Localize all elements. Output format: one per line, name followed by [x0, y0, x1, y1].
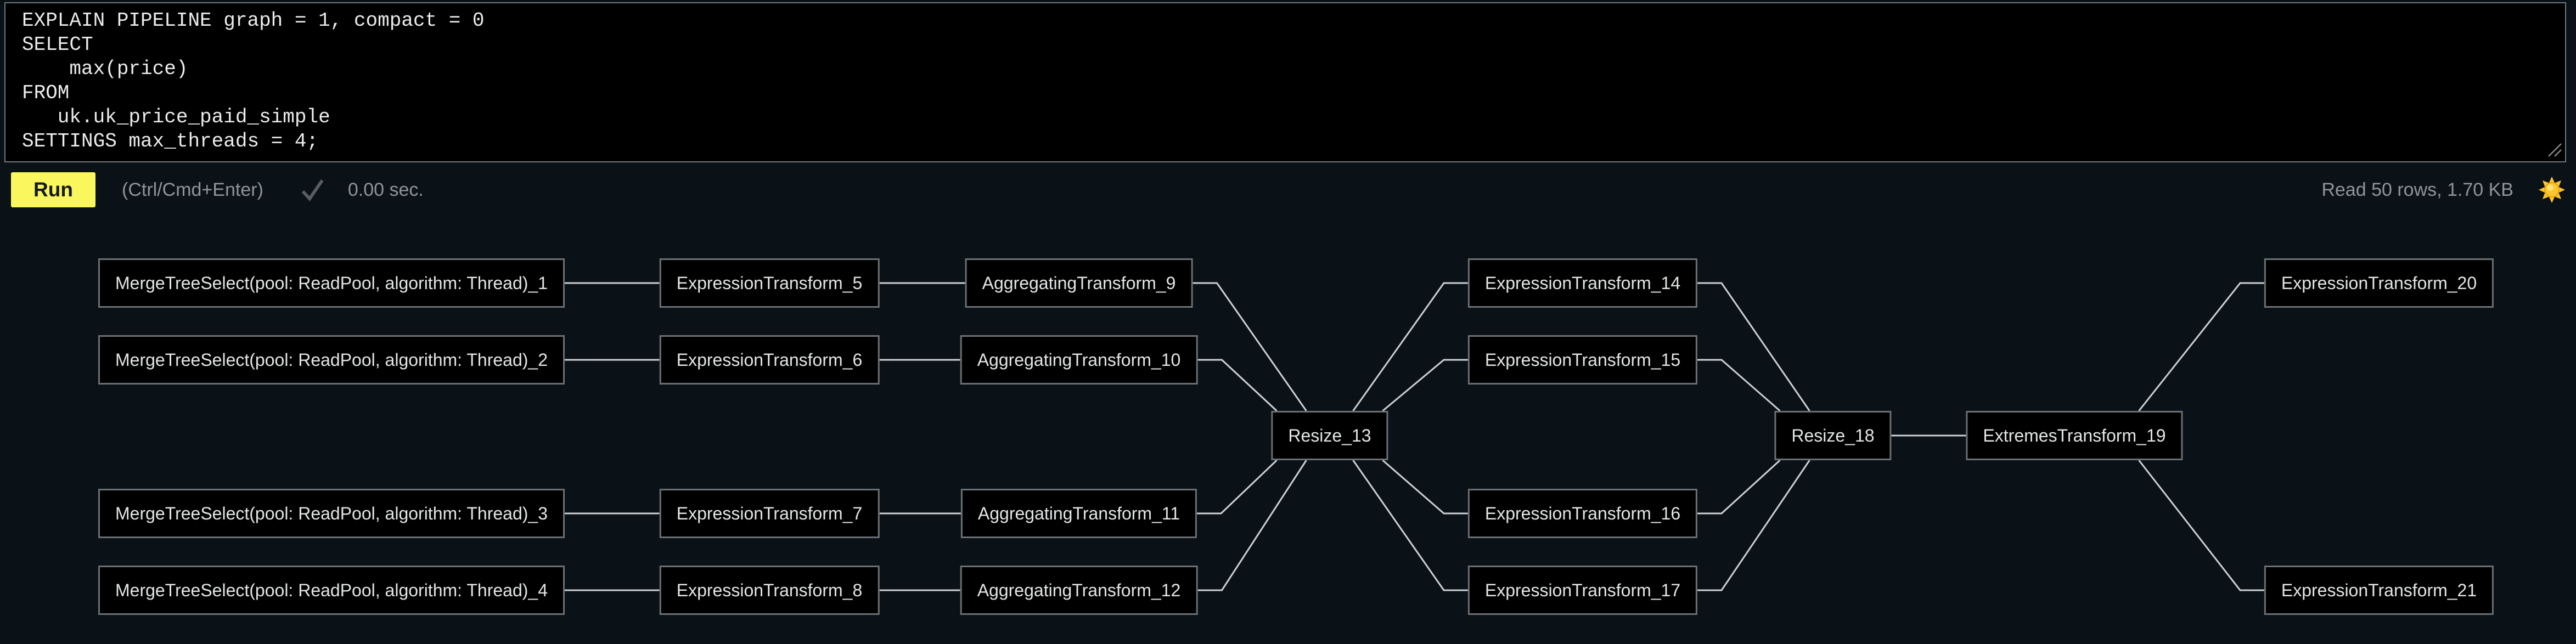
- pipeline-edge-n13-n17: [1352, 460, 1468, 591]
- pipeline-edge-n13-n15: [1382, 359, 1468, 412]
- sun-theme-toggle-icon[interactable]: [2538, 176, 2566, 204]
- pipeline-node-n20: ExpressionTransform_20: [2264, 258, 2494, 308]
- pipeline-node-n5: ExpressionTransform_5: [659, 258, 880, 308]
- pipeline-node-n12: AggregatingTransform_12: [960, 566, 1198, 615]
- pipeline-edge-n19-n20: [2138, 282, 2264, 411]
- pipeline-node-n6: ExpressionTransform_6: [659, 335, 880, 385]
- toolbar: Run (Ctrl/Cmd+Enter) 0.00 sec. Read 50 r…: [11, 166, 2566, 214]
- pipeline-node-n2: MergeTreeSelect(pool: ReadPool, algorith…: [98, 335, 565, 385]
- sql-editor[interactable]: [4, 2, 2566, 162]
- pipeline-edge-n13-n14: [1352, 282, 1468, 411]
- sql-editor-container: [4, 2, 2566, 162]
- pipeline-node-n13: Resize_13: [1271, 411, 1388, 460]
- read-stats: Read 50 rows, 1.70 KB: [2321, 179, 2513, 200]
- pipeline-edge-n13-n16: [1382, 459, 1468, 515]
- pipeline-node-n10: AggregatingTransform_10: [960, 335, 1198, 385]
- pipeline-edge-n10-n13: [1197, 359, 1278, 412]
- pipeline-node-n7: ExpressionTransform_7: [659, 489, 880, 538]
- pipeline-node-n21: ExpressionTransform_21: [2264, 566, 2494, 615]
- pipeline-edge-n14-n18: [1697, 282, 1810, 411]
- pipeline-node-n14: ExpressionTransform_14: [1467, 258, 1698, 308]
- pipeline-node-n19: ExtremesTransform_19: [1966, 411, 2183, 460]
- pipeline-node-n16: ExpressionTransform_16: [1467, 489, 1698, 538]
- pipeline-node-n8: ExpressionTransform_8: [659, 566, 880, 615]
- pipeline-edge-n12-n13: [1197, 460, 1307, 591]
- pipeline-node-n17: ExpressionTransform_17: [1467, 566, 1698, 615]
- pipeline-node-n18: Resize_18: [1774, 411, 1892, 460]
- pipeline-node-n9: AggregatingTransform_9: [965, 258, 1193, 308]
- pipeline-node-n1: MergeTreeSelect(pool: ReadPool, algorith…: [98, 258, 565, 308]
- run-button[interactable]: Run: [11, 172, 95, 207]
- pipeline-edge-n9-n13: [1193, 282, 1307, 411]
- success-check-icon: [301, 179, 324, 201]
- shortcut-hint: (Ctrl/Cmd+Enter): [122, 179, 263, 200]
- pipeline-edge-n19-n21: [2138, 460, 2264, 591]
- pipeline-edge-n15-n18: [1697, 359, 1781, 412]
- pipeline-node-n15: ExpressionTransform_15: [1467, 335, 1698, 385]
- pipeline-edge-n17-n18: [1697, 460, 1810, 591]
- pipeline-node-n4: MergeTreeSelect(pool: ReadPool, algorith…: [98, 566, 565, 615]
- pipeline-edge-n16-n18: [1697, 459, 1781, 515]
- pipeline-edge-n11-n13: [1197, 459, 1278, 515]
- elapsed-time: 0.00 sec.: [347, 179, 424, 200]
- pipeline-node-n3: MergeTreeSelect(pool: ReadPool, algorith…: [98, 489, 565, 538]
- pipeline-node-n11: AggregatingTransform_11: [960, 489, 1197, 538]
